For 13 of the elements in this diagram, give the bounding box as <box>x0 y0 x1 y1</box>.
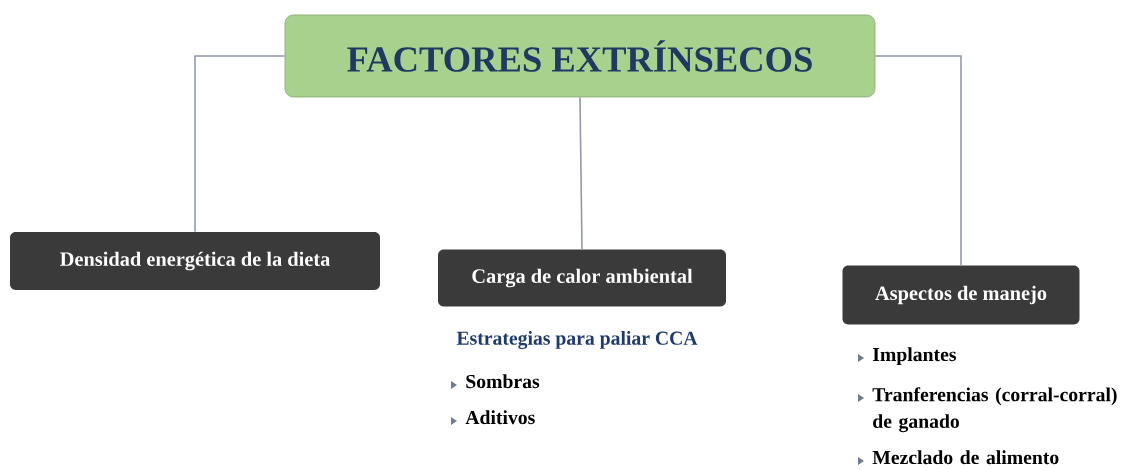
list-item: Aditivos <box>465 410 535 425</box>
title-box: FACTORES EXTRÍNSECOS <box>284 14 876 98</box>
connector-line <box>579 96 583 250</box>
category-box: Densidad energética de la dieta <box>10 232 380 290</box>
list-item: Mezclado de alimento <box>872 450 1059 465</box>
list-item: Sombras <box>466 374 540 389</box>
connector-line <box>874 55 962 266</box>
category-box: Aspectos de manejo <box>842 265 1080 325</box>
category-box: Carga de calor ambiental <box>438 249 726 307</box>
connector-line <box>194 55 286 233</box>
strategy-heading: Estrategias para paliar CCA <box>456 331 698 349</box>
list-item: Implantes <box>872 347 956 366</box>
list-item: Tranferencias (corral-corral) de ganado <box>872 387 1117 433</box>
